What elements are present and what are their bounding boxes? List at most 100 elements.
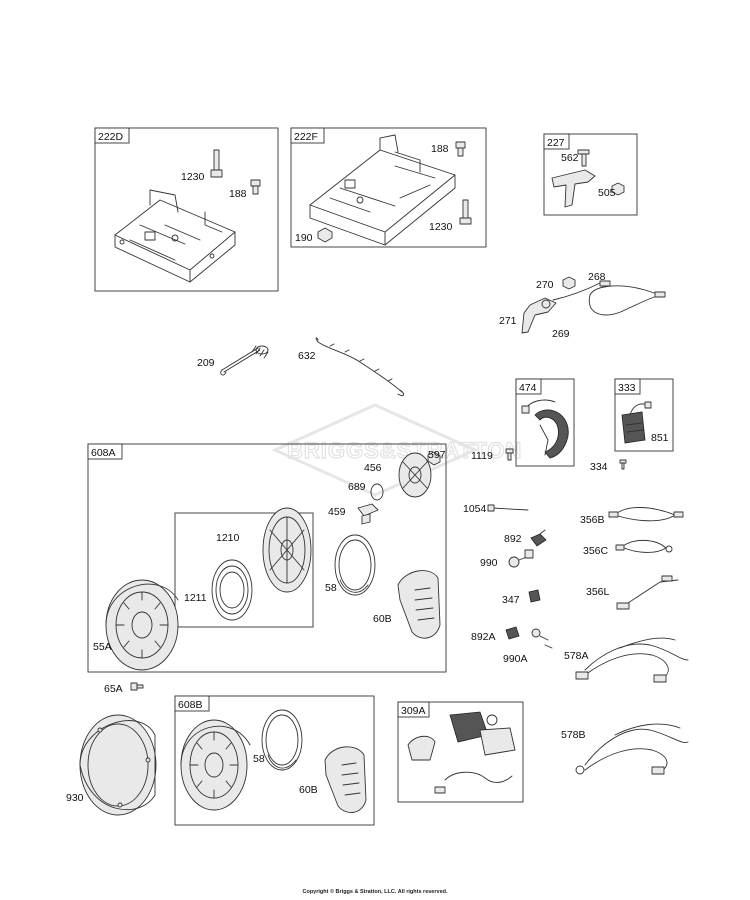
- part-label-p505: 505: [598, 187, 616, 199]
- group-608B-frame: [174, 695, 375, 826]
- group-608B: 608B 58 60B: [174, 695, 375, 826]
- part-label-p456: 456: [364, 462, 382, 474]
- switch-892A: [505, 626, 553, 649]
- part-label-p1054: 1054: [463, 503, 487, 515]
- bolt-188: [250, 179, 261, 195]
- part-label-p356C: 356C: [583, 545, 609, 557]
- harness-578A: [575, 637, 689, 683]
- starter-pulley-597: [398, 451, 441, 498]
- group-222D: 222D 1230 188: [94, 127, 279, 292]
- group-309A-frame: [397, 701, 524, 803]
- wire-356L: [616, 575, 679, 610]
- group-222D-tag: 222D: [98, 131, 124, 143]
- ring-689: [370, 483, 384, 501]
- part-label-p851: 851: [651, 432, 669, 444]
- part-label-p1230a: 1230: [181, 171, 205, 183]
- group-608A-tag: 608A: [91, 447, 116, 459]
- part-label-p209: 209: [197, 357, 215, 369]
- part-label-p58a: 58: [325, 582, 337, 594]
- part-label-p578A: 578A: [564, 650, 589, 662]
- starter-rope-58: [334, 534, 376, 596]
- part-label-p1211: 1211: [184, 592, 207, 604]
- pawl-459: [357, 503, 379, 525]
- group-309A-tag: 309A: [401, 705, 426, 717]
- part-label-p65A: 65A: [104, 683, 123, 695]
- group-227-frame: [543, 133, 638, 216]
- bolt-188-222F: [455, 141, 466, 157]
- cable-tie-1054: [487, 504, 529, 512]
- group-227: 227 562 505: [543, 133, 638, 216]
- part-label-p632: 632: [298, 350, 316, 362]
- part-label-p188b: 188: [431, 143, 449, 155]
- group-333-tag: 333: [618, 382, 636, 394]
- spring-209: [220, 345, 269, 376]
- part-label-p334: 334: [590, 461, 608, 473]
- starter-handle-60Bb: [324, 746, 367, 813]
- part-label-p1210: 1210: [216, 532, 240, 544]
- part-label-p268: 268: [588, 271, 606, 283]
- base-plate-222D: [114, 189, 236, 283]
- group-333-frame: [614, 378, 674, 452]
- group-227-tag: 227: [547, 137, 565, 149]
- armature-333: [621, 401, 652, 444]
- connector-347: [528, 589, 541, 603]
- group-474-frame: [515, 378, 575, 467]
- part-label-p578B: 578B: [561, 729, 586, 741]
- starter-motor-309A: [407, 711, 516, 794]
- group-222F-frame: [290, 127, 487, 248]
- rewind-spring-1211: [211, 559, 253, 621]
- part-label-p597: 597: [428, 449, 446, 461]
- screw-334: [619, 459, 627, 470]
- wire-356C: [615, 539, 673, 553]
- bolt-1230-222F: [459, 199, 472, 225]
- part-label-p356L: 356L: [586, 586, 610, 598]
- part-label-p562: 562: [561, 152, 579, 164]
- part-label-p190: 190: [295, 232, 313, 244]
- base-plate-222F: [309, 134, 456, 246]
- part-label-p990A: 990A: [503, 653, 528, 665]
- part-label-p188a: 188: [229, 188, 247, 200]
- part-label-p58b: 58: [253, 753, 265, 765]
- copyright-notice: Copyright © Briggs & Stratton, LLC. All …: [302, 889, 448, 895]
- part-label-p930: 930: [66, 792, 84, 804]
- part-label-p356B: 356B: [580, 514, 605, 526]
- throttle-lever-assembly: [521, 276, 666, 334]
- part-label-p60Bb: 60B: [299, 784, 318, 796]
- part-label-p689: 689: [348, 481, 366, 493]
- screw-65A: [130, 682, 144, 691]
- key-switch-892: [530, 529, 547, 547]
- subgroup-1210-frame: [174, 512, 314, 628]
- wire-356B: [608, 507, 684, 522]
- group-474-tag: 474: [519, 382, 537, 394]
- group-222F: 222F 188 190 1230: [290, 127, 487, 248]
- bracket-227: [551, 149, 625, 208]
- group-474: 474: [515, 378, 575, 467]
- rewind-pulley-1210: [262, 507, 312, 593]
- part-label-p269: 269: [552, 328, 570, 340]
- group-608A-frame: [87, 443, 447, 673]
- part-label-p347: 347: [502, 594, 520, 606]
- group-333: 333 851: [614, 378, 674, 452]
- blower-housing-608B: [180, 719, 251, 811]
- group-222D-frame: [94, 127, 279, 292]
- watermark-logo: BRIGGS&STRATTON: [271, 403, 522, 497]
- group-608B-tag: 608B: [178, 699, 203, 711]
- group-222F-tag: 222F: [294, 131, 318, 143]
- blower-housing-55A: [105, 579, 179, 671]
- starter-handle-60B: [397, 570, 441, 639]
- bolt-1230-top: [210, 149, 223, 178]
- key-990: [508, 549, 534, 568]
- part-label-p892: 892: [504, 533, 522, 545]
- group-608A: 608A 597 456 689 459 1210: [87, 443, 447, 673]
- part-label-p892A: 892A: [471, 631, 496, 643]
- nut-190: [317, 227, 333, 243]
- ignition-coil-474: [521, 399, 569, 459]
- part-label-p270: 270: [536, 279, 554, 291]
- part-label-p990: 990: [480, 557, 498, 569]
- screen-930: [79, 714, 157, 816]
- governor-link-632: [315, 337, 405, 397]
- part-label-p1230b: 1230: [429, 221, 453, 233]
- screw-1119: [505, 448, 514, 461]
- part-label-p459: 459: [328, 506, 346, 518]
